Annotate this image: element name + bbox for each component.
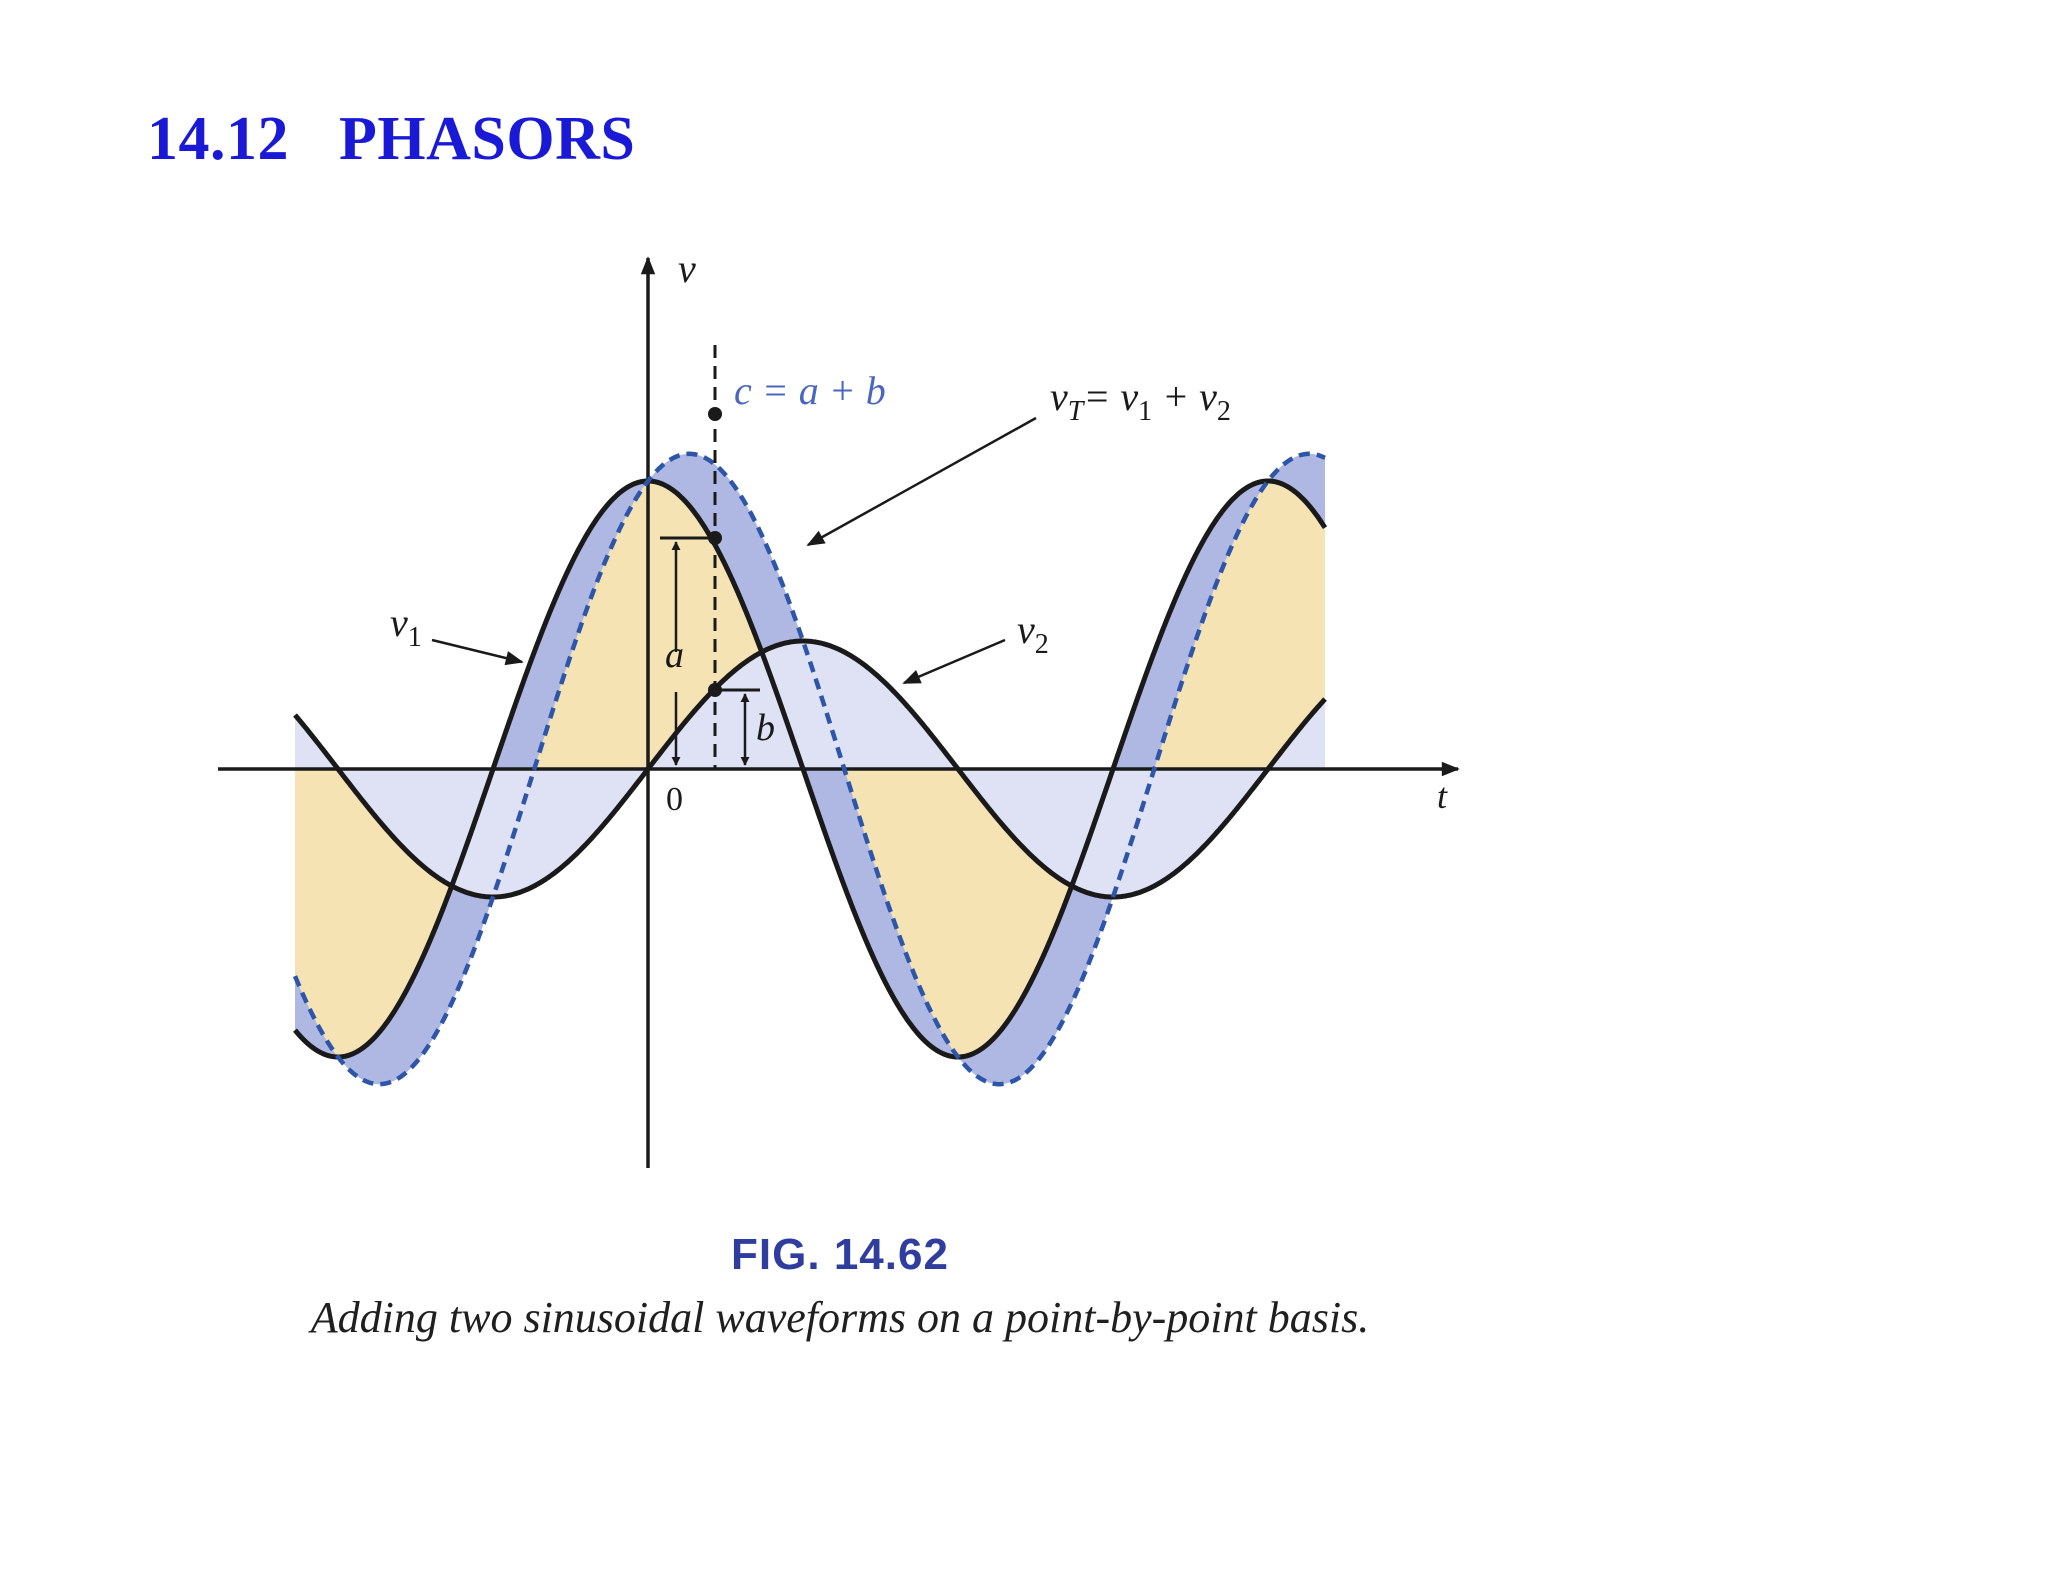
section-title: 14.12 PHASORS xyxy=(147,108,635,170)
axis-t-label: t xyxy=(1437,776,1448,816)
point-marker-icon xyxy=(708,407,722,421)
v2-label: v2 xyxy=(1017,607,1049,660)
vt-sum-curve xyxy=(292,451,1326,1087)
vt-main: v xyxy=(1050,374,1068,419)
vt-sub-2: 2 xyxy=(1217,396,1231,427)
vt-eq-end: + v xyxy=(1152,374,1217,419)
point-marker-icon xyxy=(708,683,722,697)
vt-eq-mid: = v xyxy=(1083,374,1138,419)
vt-sub: T xyxy=(1068,396,1086,427)
v1-label-main: v xyxy=(390,600,408,645)
v2-label-main: v xyxy=(1017,607,1035,652)
v2-pointer-arrow xyxy=(902,638,1006,685)
v1-label: v1 xyxy=(390,600,422,653)
b-label: b xyxy=(756,707,775,749)
point-marker-icon xyxy=(708,531,722,545)
v1-pointer-arrow xyxy=(431,638,524,666)
sum-point-label: c = a + b xyxy=(734,368,886,413)
figure-caption: Adding two sinusoidal waveforms on a poi… xyxy=(310,1293,1370,1342)
section-number: 14.12 xyxy=(147,105,289,173)
section-name: PHASORS xyxy=(339,105,636,173)
figure-label: FIG. 14.62 xyxy=(731,1230,949,1279)
v2-label-sub: 2 xyxy=(1035,629,1049,660)
vt-sub-1: 1 xyxy=(1138,396,1152,427)
v2-curve xyxy=(293,638,1327,900)
vt-equation-label: vT= v1 + v2 xyxy=(1050,374,1231,427)
axis-v-label: v xyxy=(678,246,696,291)
a-label: a xyxy=(665,634,684,676)
origin-label: 0 xyxy=(666,781,683,818)
vt-pointer-arrow xyxy=(806,416,1037,547)
v1-label-sub: 1 xyxy=(408,622,422,653)
v1-curve xyxy=(293,478,1328,1060)
